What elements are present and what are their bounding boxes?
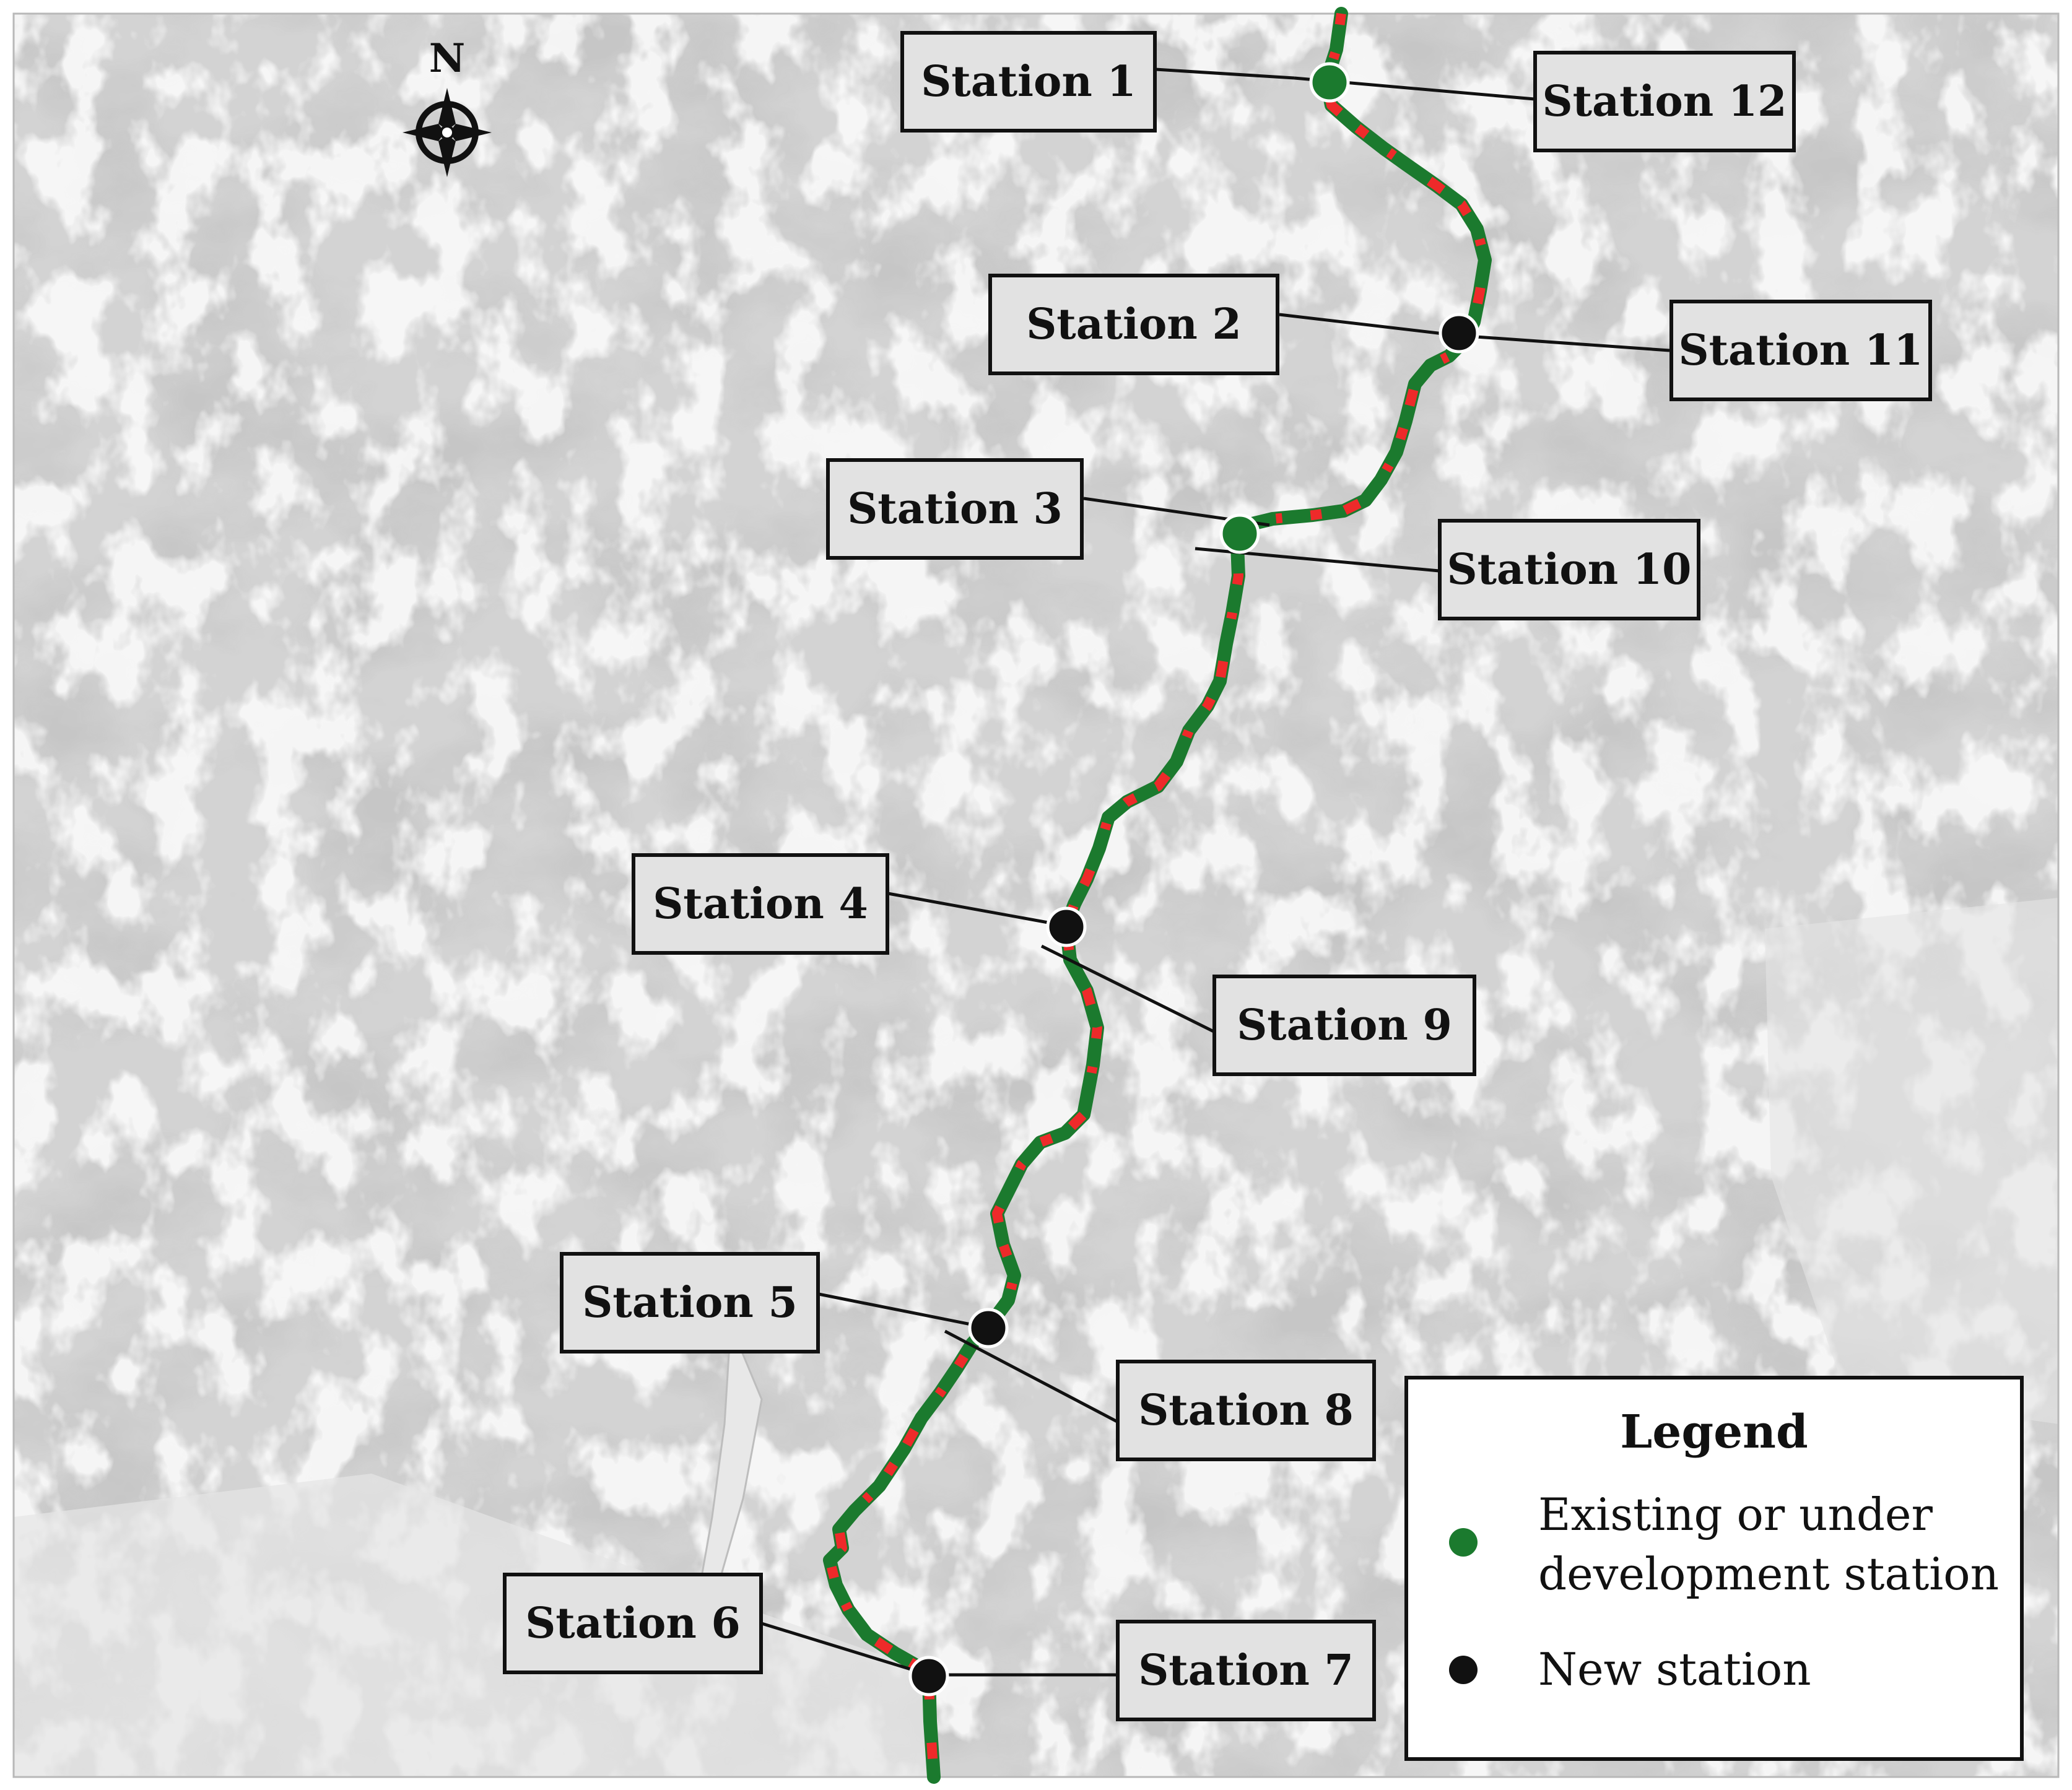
station-marker-existing (1219, 513, 1260, 554)
lowland-plain (14, 1474, 929, 1777)
route-line (823, 7, 1492, 1784)
legend: Legend Existing or under development sta… (1404, 1376, 2024, 1761)
label-station-11: Station 11 (1669, 300, 1932, 401)
label-station-10: Station 10 (1438, 519, 1700, 620)
leader-station-1 (1155, 67, 1295, 80)
station-marker-new (1439, 313, 1479, 354)
label-station-2: Station 2 (988, 274, 1279, 375)
leader-station-4 (887, 892, 1066, 928)
legend-existing-dot (1449, 1528, 1478, 1557)
legend-existing-label: Existing or under development station (1538, 1488, 2000, 1600)
station-marker-new (968, 1308, 1009, 1349)
north-arrow-icon (403, 88, 492, 177)
label-station-9: Station 9 (1212, 975, 1476, 1076)
map-frame (12, 12, 2060, 1778)
leader-station-6 (761, 1622, 929, 1677)
legend-new-dot (1449, 1656, 1478, 1684)
label-station-3: Station 3 (826, 458, 1084, 560)
legend-title: Legend (1620, 1405, 1808, 1459)
label-station-5: Station 5 (560, 1252, 820, 1353)
leader-station-2 (1279, 313, 1460, 337)
north-label: N (429, 35, 466, 82)
leader-station-8 (944, 1329, 1118, 1423)
station-marker-new (908, 1656, 949, 1697)
station-marker-new (1046, 906, 1087, 947)
station-marker-existing (1309, 62, 1350, 103)
label-station-1: Station 1 (900, 31, 1157, 133)
leader-station-11 (1458, 334, 1670, 352)
leader-station-9 (1040, 944, 1215, 1033)
label-station-7: Station 7 (1116, 1620, 1376, 1721)
label-station-4: Station 4 (632, 853, 889, 955)
label-station-6: Station 6 (503, 1573, 763, 1674)
lowland-plain-east (1765, 898, 2058, 1424)
label-station-12: Station 12 (1533, 51, 1796, 152)
label-station-8: Station 8 (1116, 1360, 1376, 1461)
legend-new-label: New station (1538, 1643, 1811, 1695)
leader-station-5 (818, 1292, 990, 1330)
